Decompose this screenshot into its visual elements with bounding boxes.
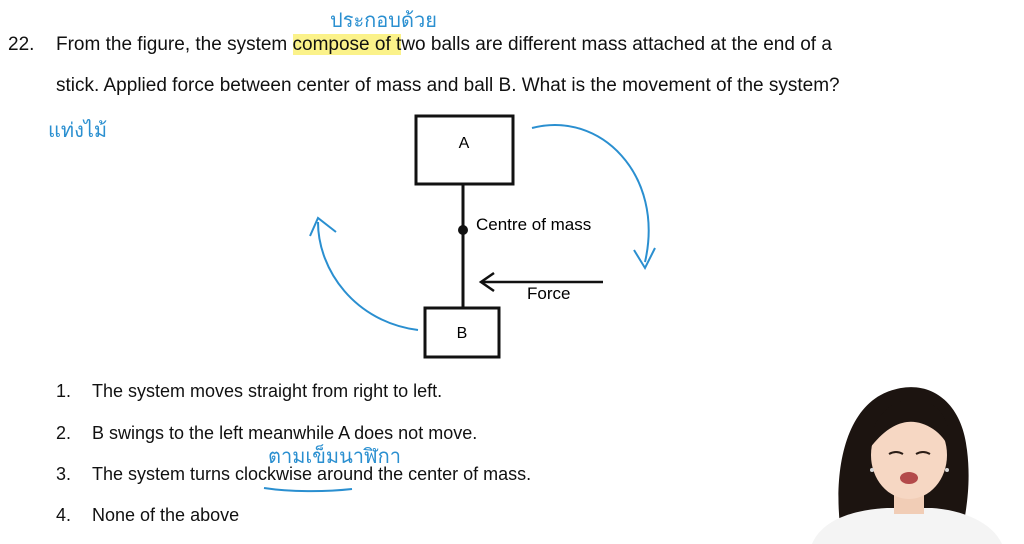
question-text-end: wo balls are different mass attached at … <box>401 34 832 55</box>
handwritten-note-left: แท่งไม้ <box>48 118 108 142</box>
option-2-number: 2. <box>56 423 72 443</box>
ball-b-box <box>423 306 501 359</box>
handwritten-note-top: ประกอบด้วย <box>330 8 437 32</box>
presenter-video <box>792 370 1024 544</box>
rotation-arrowhead-left-icon <box>309 216 337 237</box>
option-3-number: 3. <box>56 464 72 484</box>
presenter-avatar-icon <box>812 387 1002 544</box>
question-text-line-2: stick. Applied force between center of m… <box>56 75 840 96</box>
center-of-mass-dot <box>458 225 468 235</box>
question-text-start: From the figure, the system <box>56 34 293 55</box>
option-2-text: B swings to the left meanwhile A does no… <box>92 423 478 443</box>
option-2: 2. B swings to the left meanwhile A does … <box>56 423 477 444</box>
ball-a-box <box>414 114 515 186</box>
rotation-arrow-right <box>531 124 650 263</box>
center-of-mass-label: Centre of mass <box>476 215 591 234</box>
rotation-arrowhead-right-icon <box>633 247 656 271</box>
clockwise-underline <box>263 487 353 493</box>
highlighted-phrase: compose of t <box>292 34 402 55</box>
ball-b-label: B <box>457 325 468 342</box>
option-1: 1. The system moves straight from right t… <box>56 381 442 402</box>
question-text-line-1: From the figure, the system compose of t… <box>56 34 832 56</box>
option-4: 4. None of the above <box>56 505 239 526</box>
option-4-number: 4. <box>56 505 72 525</box>
option-4-text: None of the above <box>92 505 240 525</box>
handwritten-note-option3: ตามเข็มนาฬิกา <box>268 444 402 468</box>
option-1-text: The system moves straight from right to … <box>92 381 443 401</box>
option-1-number: 1. <box>56 381 72 401</box>
question-number: 22. <box>8 34 35 55</box>
force-arrowhead-icon <box>478 271 495 293</box>
ball-a-label: A <box>459 135 470 152</box>
option-3-text: The system turns clockwise around the ce… <box>92 464 532 484</box>
force-label: Force <box>527 284 570 303</box>
rotation-arrow-left <box>317 221 419 331</box>
option-3: 3. The system turns clockwise around the … <box>56 464 531 485</box>
